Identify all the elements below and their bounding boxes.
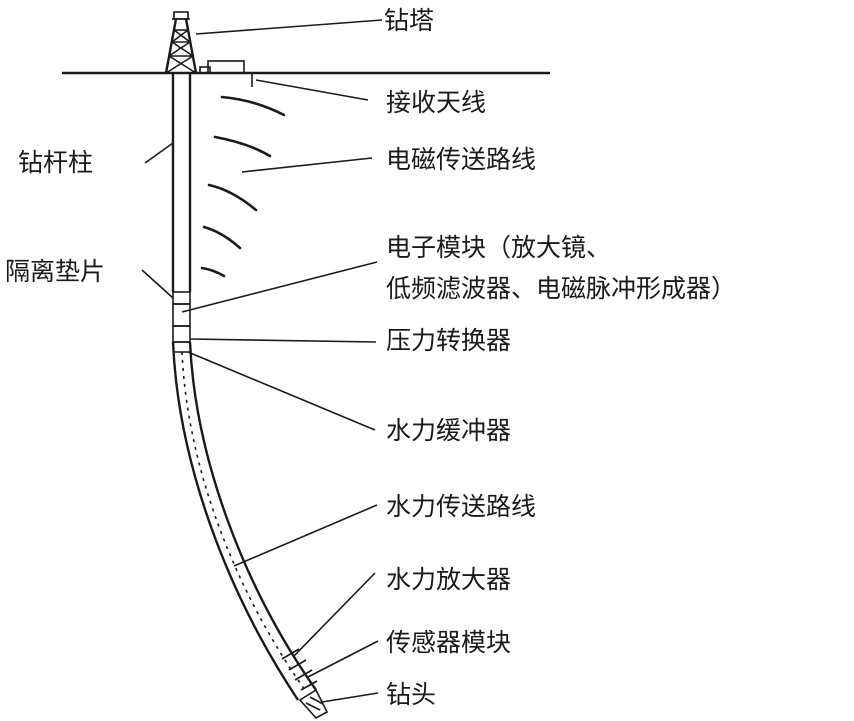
label-sensor-module: 传感器模块 bbox=[386, 628, 511, 657]
label-hydraulic-path: 水力传送路线 bbox=[386, 492, 536, 521]
label-drill-bit: 钻头 bbox=[386, 680, 436, 709]
drill-bit-icon bbox=[298, 688, 329, 720]
sensor-modules bbox=[281, 648, 318, 691]
label-electronics-line2: 低频滤波器、电磁脉冲形成器） bbox=[386, 274, 736, 303]
leader-lines bbox=[141, 19, 383, 703]
receiver-house-icon bbox=[199, 60, 245, 74]
label-hydraulic-amplifier: 水力放大器 bbox=[386, 565, 511, 594]
derrick-icon bbox=[164, 11, 198, 74]
label-pressure-transducer: 压力转换器 bbox=[386, 326, 511, 355]
label-hydraulic-buffer: 水力缓冲器 bbox=[386, 416, 511, 445]
label-drill-string: 钻杆柱 bbox=[18, 148, 93, 177]
label-electronics-line1: 电子模块（放大镜、 bbox=[386, 233, 611, 262]
drill-string bbox=[171, 73, 192, 292]
label-derrick: 钻塔 bbox=[384, 6, 434, 35]
bha-modules bbox=[172, 291, 191, 353]
label-em-path: 电磁传送路线 bbox=[386, 145, 536, 174]
label-antenna: 接收天线 bbox=[386, 88, 486, 117]
curved-wellbore bbox=[171, 341, 317, 701]
label-spacer: 隔离垫片 bbox=[5, 257, 105, 286]
em-waves bbox=[200, 95, 286, 278]
